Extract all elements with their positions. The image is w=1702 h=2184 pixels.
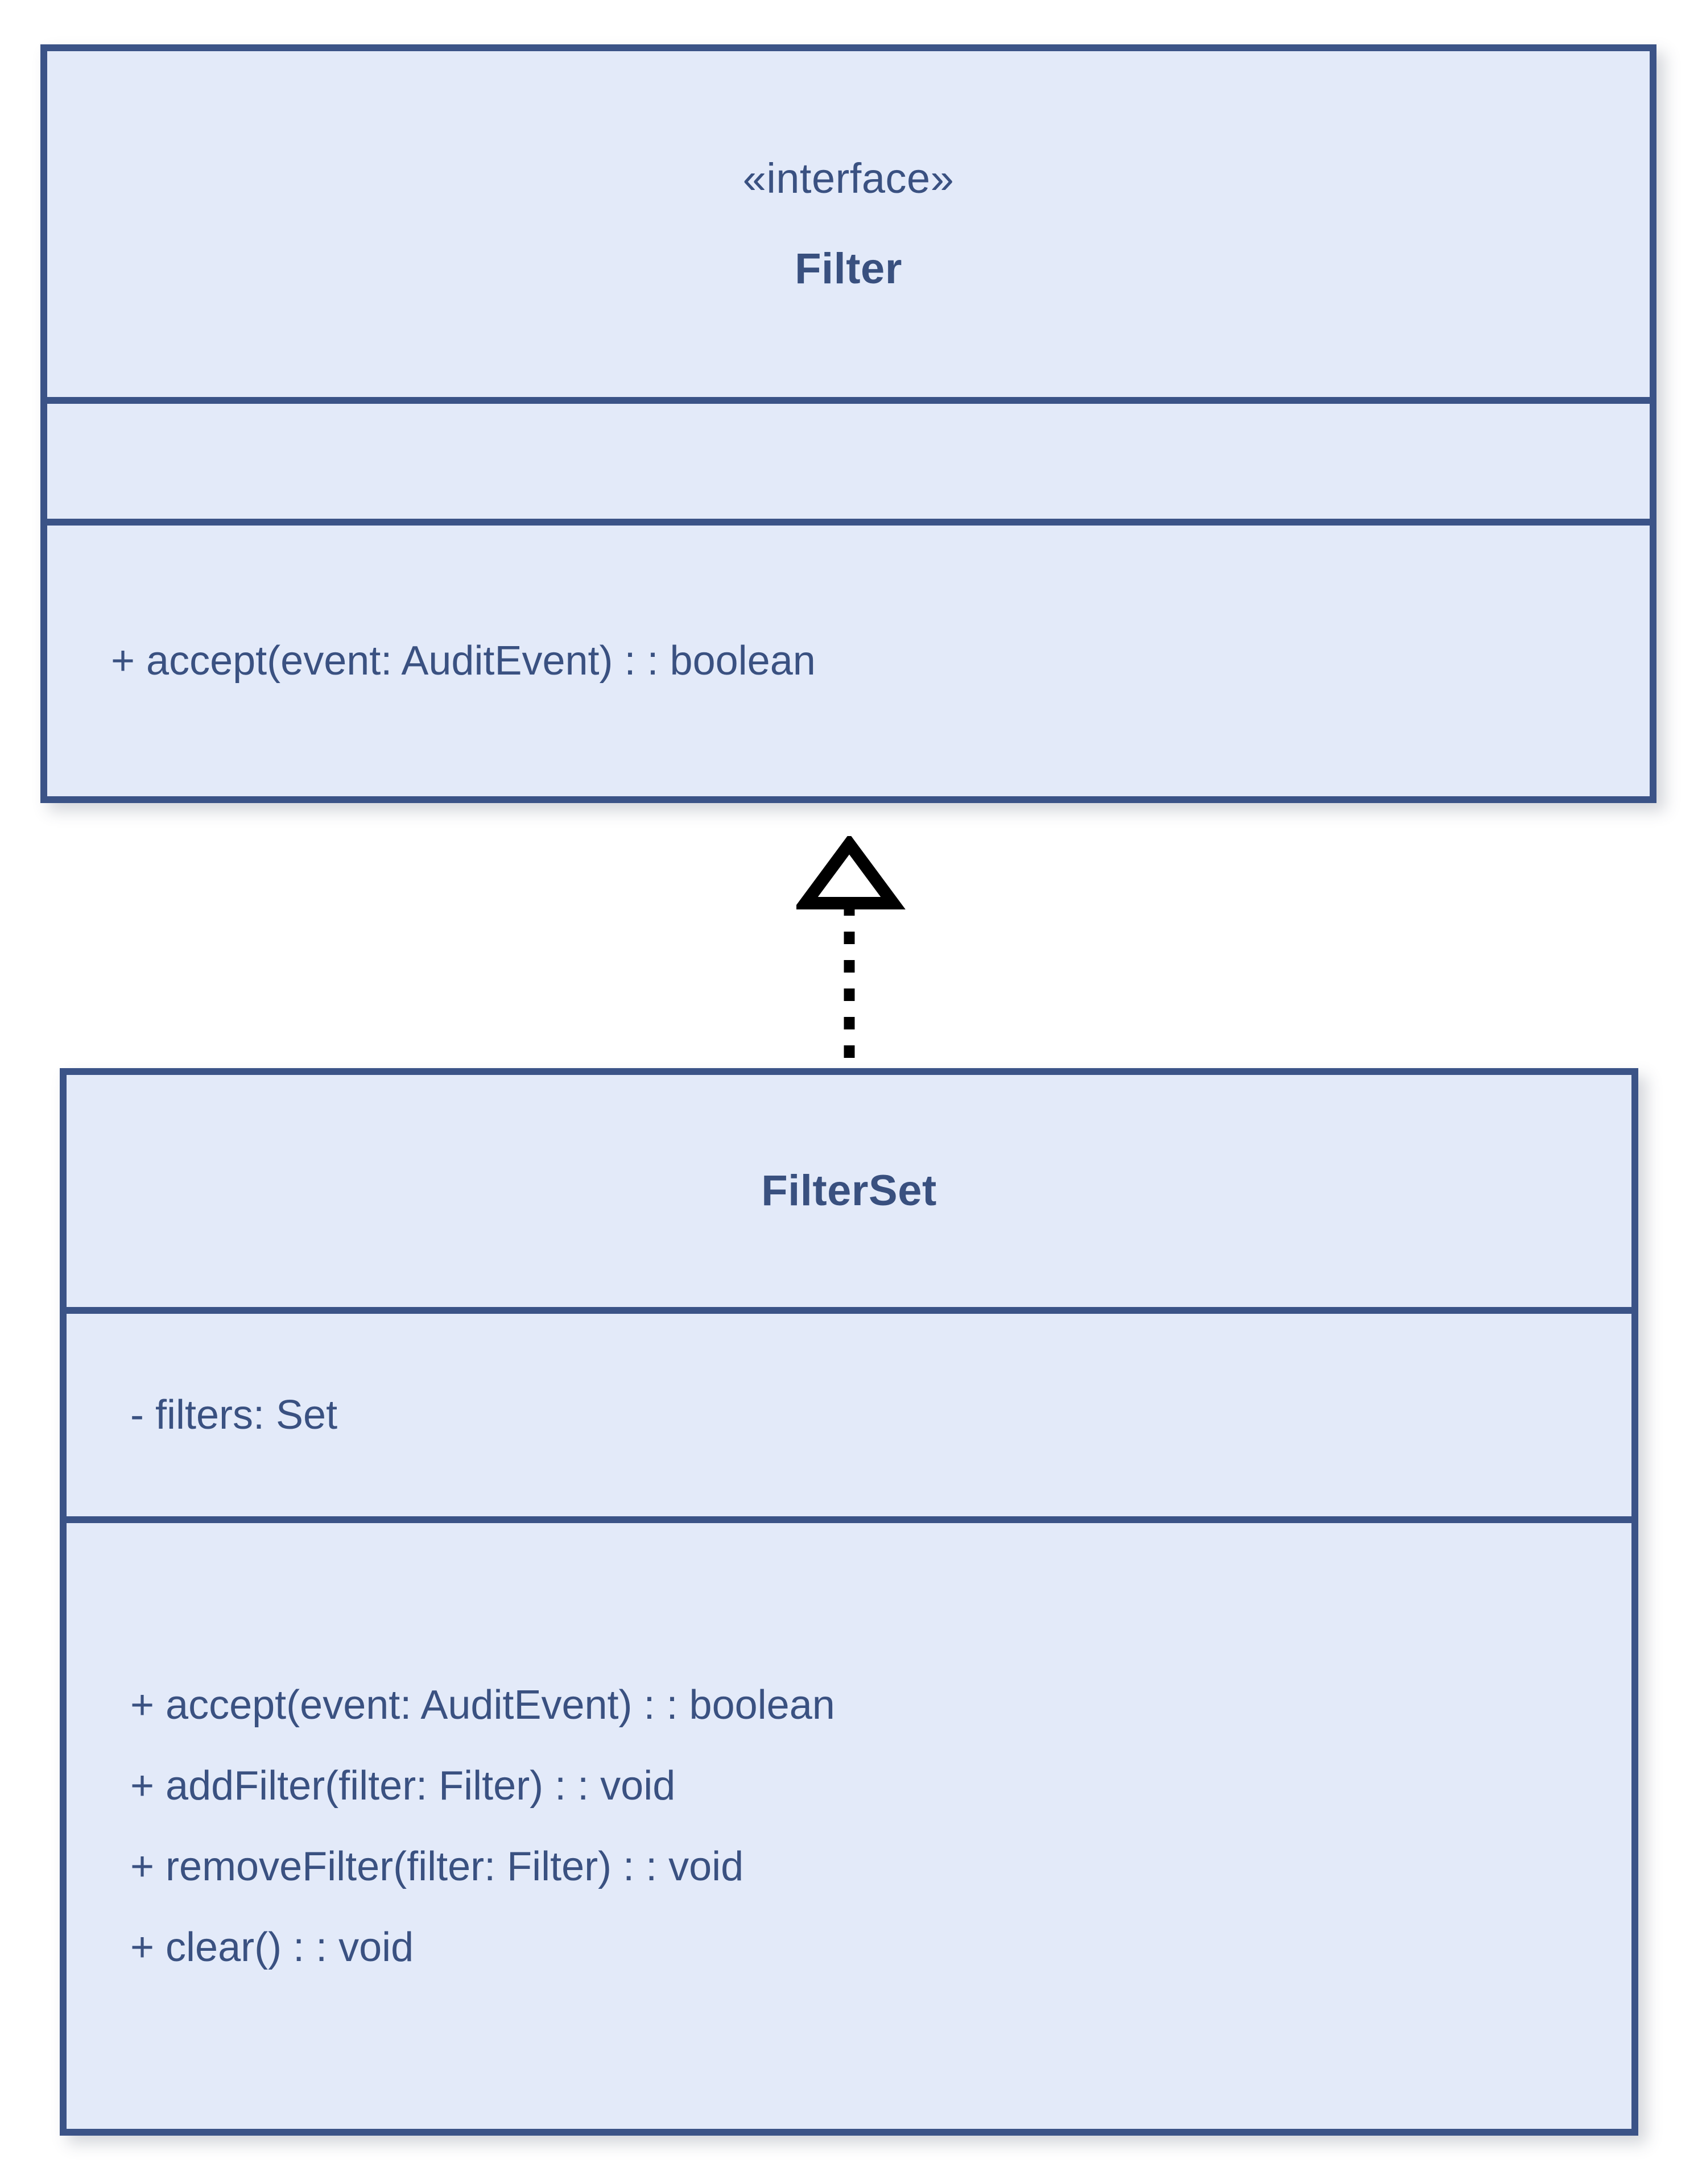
operations-list-filter: + accept(event: AuditEvent) : : boolean — [47, 526, 1650, 796]
operation-row: + clear() : : void — [130, 1924, 414, 1970]
operation-row: + removeFilter(filter: Filter) : : void — [130, 1843, 744, 1889]
operation-row: + accept(event: AuditEvent) : : boolean — [111, 638, 816, 684]
operation-row: + accept(event: AuditEvent) : : boolean — [130, 1682, 835, 1728]
class-name-filterset: FilterSet — [761, 1167, 937, 1215]
realization-connector-filterset-to-filter — [793, 833, 910, 1075]
class-box-filter[interactable]: «interface» Filter + accept(event: Audit… — [40, 44, 1656, 803]
attributes-list-filter — [47, 404, 1650, 519]
operation-row: + addFilter(filter: Filter) : : void — [130, 1763, 676, 1809]
stereotype-label: «interface» — [742, 155, 955, 202]
realization-arrow-svg — [793, 833, 906, 1068]
class-name-filter: Filter — [795, 244, 902, 293]
class-header-filter: «interface» Filter — [47, 51, 1650, 397]
attribute-row: - filters: Set — [130, 1392, 338, 1438]
hollow-triangle-arrowhead-icon — [793, 833, 906, 909]
operations-compartment-filterset: + accept(event: AuditEvent) : : boolean … — [67, 1516, 1631, 2129]
attributes-compartment-filter — [47, 397, 1650, 519]
attributes-compartment-filterset: - filters: Set — [67, 1307, 1631, 1516]
class-header-filterset: FilterSet — [67, 1075, 1631, 1307]
operations-list-filterset: + accept(event: AuditEvent) : : boolean … — [67, 1523, 1631, 2129]
class-box-filterset[interactable]: FilterSet - filters: Set + accept(event:… — [60, 1068, 1638, 2136]
attributes-list-filterset: - filters: Set — [67, 1314, 1631, 1516]
operations-compartment-filter: + accept(event: AuditEvent) : : boolean — [47, 519, 1650, 796]
